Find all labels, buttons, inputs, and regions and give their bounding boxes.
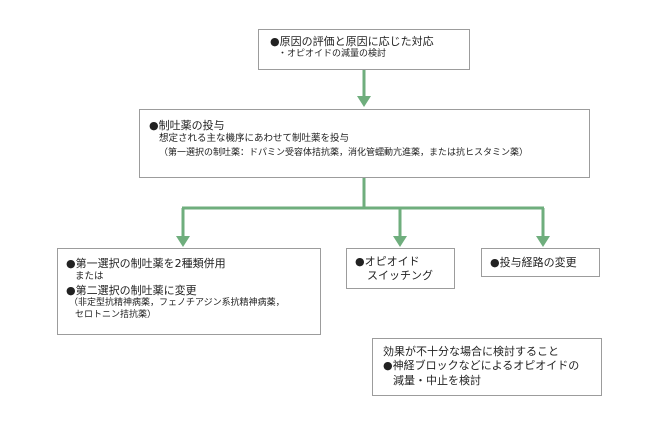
combo-second-choice-2: セロトニン拮抗薬） [75, 309, 157, 320]
arrowhead-antiemetic [357, 96, 371, 107]
antiemetic-box: ●制吐薬の投与 想定される主な機序にあわせて制吐薬を投与 （第一選択の制吐薬：ド… [139, 109, 590, 178]
switch-line-2: スイッチング [367, 269, 433, 283]
arrowhead-combo [176, 236, 190, 247]
combo-option-1: ●第一選択の制吐薬を2種類併用 [66, 257, 226, 270]
note-box: 効果が不十分な場合に検討すること ●神経ブロックなどによるオピオイドの 減量・中… [372, 338, 602, 396]
combo-option-2: ●第二選択の制吐薬に変更 [66, 283, 197, 297]
antiemetic-title: ●制吐薬の投与 [149, 119, 225, 132]
route-change-box: ●投与経路の変更 [481, 248, 600, 277]
arrowhead-switch [393, 236, 407, 247]
switch-line-1: ●オピオイド [355, 255, 420, 268]
opioid-switching-box: ●オピオイド スイッチング [346, 248, 455, 289]
route-label: ●投与経路の変更 [490, 256, 577, 269]
cause-title: ●原因の評価と原因に応じた対応 [270, 35, 434, 48]
note-title: 効果が不十分な場合に検討すること [383, 345, 559, 358]
antiemetic-first-choice: （第一選択の制吐薬：ドパミン受容体拮抗薬，消化管蠕動亢進薬，または抗ヒスタミン薬… [159, 147, 529, 158]
antiemetic-description: 想定される主な機序にあわせて制吐薬を投与 [159, 133, 350, 145]
note-item: ●神経ブロックなどによるオピオイドの [383, 359, 580, 373]
combination-box: ●第一選択の制吐薬を2種類併用 または ●第二選択の制吐薬に変更 （非定型抗精神… [57, 248, 321, 335]
combo-second-choice-1: （非定型抗精神病薬，フェノチアジン系抗精神病薬， [69, 297, 285, 308]
arrowhead-route [536, 236, 550, 247]
note-item-cont: 減量・中止を検討 [393, 373, 481, 387]
cause-evaluation-box: ●原因の評価と原因に応じた対応 ・オピオイドの減量の検討 [258, 29, 470, 70]
cause-subitem: ・オピオイドの減量の検討 [278, 49, 387, 60]
combo-or: または [75, 271, 104, 283]
